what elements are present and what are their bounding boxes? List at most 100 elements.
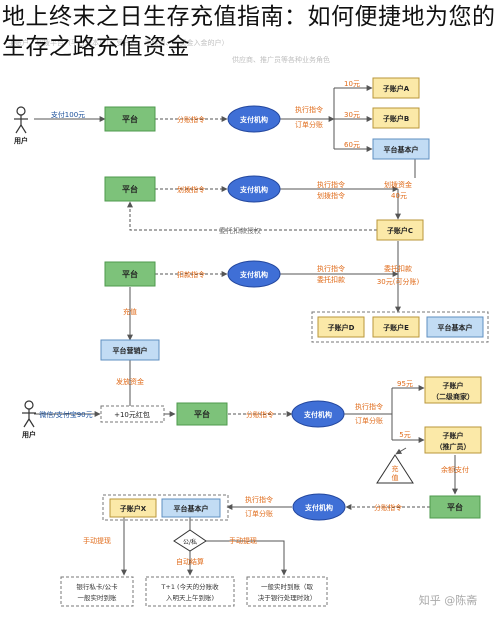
flow-label: 分账指令 [374, 503, 402, 512]
redpacket-box [100, 405, 165, 423]
flow-label: 5元 [399, 431, 410, 439]
flow-label: 委托扣款授权 [219, 226, 261, 235]
flow-label: 执行指令 [295, 105, 323, 114]
platform-label: 平台 [122, 184, 138, 194]
payment-org-label: 支付机构 [239, 115, 268, 124]
payment-org-node [292, 493, 346, 521]
recharge-triangle [376, 454, 414, 484]
sub-account-label: 子账户X [120, 504, 147, 513]
flow-label: 余额支付 [441, 465, 469, 474]
bank-card-box [145, 576, 235, 607]
sub-account-node [424, 376, 482, 404]
basic-account-node [161, 498, 221, 518]
faint-caption-line: 主账户、划拨平台（平台基本户）、受托户、手续费、可资金入金的户） [8, 39, 229, 47]
flow-label: 分账指令 [246, 410, 274, 419]
sub-account-label: 子账户E [383, 323, 409, 332]
flow-label: 手动提现 [229, 536, 257, 545]
bank-label: 一般实时到账 [78, 593, 118, 602]
basic-account-label: 平台基本户 [174, 504, 209, 513]
user-icon [22, 400, 36, 428]
basic-account-node [426, 316, 484, 338]
flow-label: 自动结算 [176, 557, 204, 566]
flow-label: 订单分账 [295, 120, 323, 129]
account-group-box [311, 311, 489, 343]
faint-caption-line: 供应商、推广员等各种业务角色 [232, 56, 330, 64]
flow-label: 扣款指令 [177, 270, 205, 279]
connector [127, 201, 377, 231]
connector [395, 447, 407, 455]
basic-account-label: 平台基本户 [438, 323, 473, 332]
payment-org-node [227, 105, 281, 133]
flow-label: 执行指令 [355, 402, 383, 411]
user-label: 用户 [22, 430, 36, 439]
marketing-account-node [100, 339, 160, 361]
flow-label: 执行指令 [245, 495, 273, 504]
platform-node [176, 402, 228, 426]
bank-label: 一般实时到账（取 [261, 582, 314, 591]
flow-label: 充值 [123, 307, 137, 316]
sub-account-node [372, 77, 420, 99]
sub-account-label: （二级商家） [432, 392, 474, 401]
payment-org-label: 支付机构 [303, 410, 332, 419]
platform-node [104, 261, 156, 287]
bank-label: 入明天上午到账) [166, 593, 214, 602]
basic-account-label: 平台基本户 [384, 145, 419, 154]
sub-account-label: 子账户 [443, 431, 464, 440]
flow-label: 划拨资金 [384, 180, 412, 189]
flow-label: 手动提现 [83, 536, 111, 545]
flow-label: 支付100元 [51, 110, 85, 119]
basic-account-node [372, 138, 430, 160]
connectors [34, 85, 458, 576]
payment-org-label: 支付机构 [239, 270, 268, 279]
platform-node [429, 495, 481, 519]
sub-account-label: 子账户B [383, 114, 409, 123]
flow-label: 委托扣款 [384, 264, 412, 273]
connector [206, 540, 287, 576]
sub-account-node [317, 316, 365, 338]
platform-node [104, 106, 156, 132]
flow-label: 划拨指令 [317, 191, 345, 200]
user-label: 用户 [14, 136, 28, 145]
sub-account-label: （推广员） [436, 442, 471, 451]
watermark: 知乎 @陈斋 [419, 593, 478, 607]
user-icon [14, 106, 28, 134]
flow-label: 订单分账 [245, 509, 273, 518]
sub-account-label: 子账户 [443, 381, 464, 390]
payment-org-label: 支付机构 [239, 185, 268, 194]
redpacket-label: +10元红包 [114, 410, 150, 419]
flow-label: 微信/支付宝90元 [39, 410, 92, 419]
payment-org-node [227, 260, 281, 288]
platform-label: 平台 [194, 409, 210, 419]
bank-label: 银行私卡/公卡 [76, 582, 118, 591]
flow-label: 30元 [344, 111, 360, 119]
sub-account-node [376, 219, 424, 241]
flow-label: 95元 [397, 380, 413, 388]
flow-label: 订单分账 [355, 416, 383, 425]
marketing-label: 平台营销户 [113, 346, 148, 355]
sub-account-node [372, 316, 420, 338]
payment-org-label: 支付机构 [304, 503, 333, 512]
platform-label: 平台 [447, 502, 463, 512]
payment-org-node [227, 175, 281, 203]
flow-label: 委托扣款 [317, 275, 345, 284]
triangle-label: 充 [392, 464, 399, 473]
sub-account-node [424, 426, 482, 454]
sub-account-label: 子账户A [383, 84, 410, 93]
platform-label: 平台 [122, 269, 138, 279]
bank-label: 决于银行处理时效） [258, 593, 317, 602]
account-group-box [102, 494, 229, 521]
bank-label: T+1 (今天的分账收 [160, 582, 219, 591]
platform-label: 平台 [122, 114, 138, 124]
flow-label: 10元 [344, 80, 360, 88]
flow-label: 执行指令 [317, 180, 345, 189]
flow-label: 发放资金 [116, 377, 144, 386]
sub-account-node [372, 107, 420, 129]
flow-label: 40元 [391, 192, 407, 200]
bank-card-box [60, 576, 134, 607]
flow-label: 分账指令 [177, 115, 205, 124]
page-title: 地上终末之日生存充值指南：如何便捷地为您的生存之路充值资金 [2, 4, 496, 60]
bank-card-box [246, 576, 328, 607]
flow-label: 划拨指令 [177, 185, 205, 194]
sub-account-label: 子账户D [328, 323, 355, 332]
